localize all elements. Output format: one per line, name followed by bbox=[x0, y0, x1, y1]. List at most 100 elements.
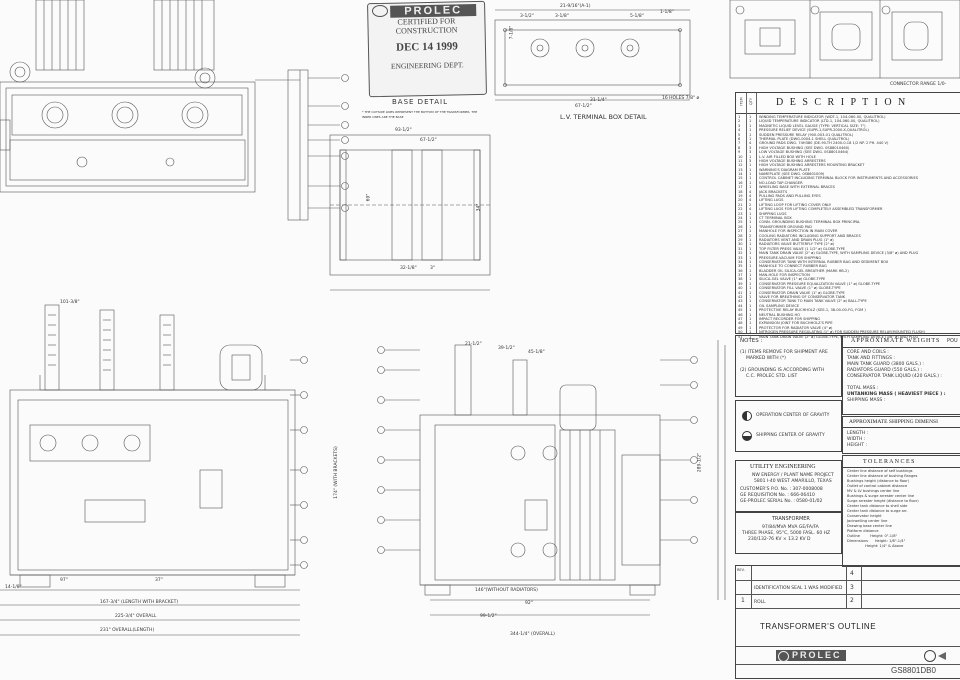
operation-gravity-label: OPERATION CENTER OF GRAVITY bbox=[756, 413, 830, 418]
description-item-number: 44 bbox=[738, 303, 743, 308]
description-item-number: 2 bbox=[738, 119, 741, 124]
tolerance-line: Surge arrester height (distance to floor… bbox=[847, 499, 919, 503]
description-item-number: 24 bbox=[738, 215, 743, 220]
connector-range-label: CONNECTOR RANGE 1/0- bbox=[890, 82, 947, 87]
description-item-text: MANHOLE FOR INSPECTION IN MAIN COVER bbox=[759, 229, 838, 234]
description-item-number: 21 bbox=[738, 202, 743, 207]
description-item-qty: 4 bbox=[749, 198, 752, 203]
description-item-number: 47 bbox=[738, 316, 743, 321]
description-item-qty: 4 bbox=[749, 141, 752, 146]
transformer-box: TRANSFORMER 97/84/MVA MVA GE/FA/FA THREE… bbox=[735, 512, 842, 554]
description-item-qty: 1 bbox=[749, 242, 752, 247]
description-item-qty: 4 bbox=[749, 207, 752, 212]
identification-note: IDENTIFICATION SEAL 1 WAS MODIFIED bbox=[754, 586, 843, 591]
weights-line-3: MAIN TANK GUARD (3800 GALS.) : bbox=[847, 362, 924, 367]
description-item-number: 49 bbox=[738, 325, 743, 330]
transformer-title: TRANSFORMER bbox=[772, 516, 810, 522]
description-item-number: 27 bbox=[738, 229, 743, 234]
rev-label: REV. bbox=[737, 568, 745, 572]
weights-line-8: UNTANKING MASS ( HEAVIEST PIECE ) : bbox=[847, 392, 946, 397]
description-item-qty: 1 bbox=[749, 251, 752, 256]
description-item-qty: 1 bbox=[749, 281, 752, 286]
description-item-text: PROTECTOR FOR RADIATOR VALVE (4" ø) bbox=[759, 325, 833, 330]
description-title: D E S C R I P T I O N bbox=[776, 97, 908, 108]
description-item-number: 12 bbox=[738, 163, 743, 168]
dim-side-e: 37" bbox=[155, 578, 163, 583]
dim-front-f: 39-1/2" bbox=[498, 346, 515, 351]
description-item-text: PRESSURE RELIEF DEVICE (SUPR-1,SUPR-2000… bbox=[759, 128, 869, 133]
tolerance-line: Bushings & surge arrester center line bbox=[847, 494, 915, 498]
dim-base-a: 93-1/2" bbox=[395, 128, 412, 133]
description-item-qty: 3 bbox=[749, 158, 752, 163]
description-item-qty: 1 bbox=[749, 264, 752, 269]
description-item-qty: 1 bbox=[749, 163, 752, 168]
utility-line-3: CUSTOMER'S P.O. No. : 307-0008008 bbox=[740, 487, 823, 492]
stamp-date: DEC 14 1999 bbox=[395, 40, 458, 54]
drawing-title: TRANSFORMER'S OUTLINE bbox=[760, 622, 877, 631]
title-brand: PROLEC bbox=[792, 650, 842, 660]
tolerance-line: Dimensions Height: 1/8"-1/4" bbox=[847, 539, 906, 543]
description-item-number: 42 bbox=[738, 295, 743, 300]
description-item-text: GROUND PADS DWG. 74H380 (DE-90-TH 2400-0… bbox=[759, 141, 889, 146]
description-item-text: HIGH VOLTAGE BUSHING (SEE DWG. 0S8801046… bbox=[759, 145, 850, 150]
description-item-number: 3 bbox=[738, 123, 741, 128]
notes-line-4: (2) GROUNDING IS ACCORDING WITH bbox=[740, 368, 825, 373]
description-item-text: EXPANSION JOINT FOR BUCHHOLZ'S PIPE bbox=[759, 321, 833, 326]
description-item-text: RADIATORS VENT AND DRAIN PLUG (1" ø) bbox=[759, 237, 834, 242]
dim-top-e: 3-1/8" bbox=[555, 14, 569, 19]
description-item-number: 25 bbox=[738, 220, 743, 225]
lv-terminal-title: L.V. TERMINAL BOX DETAIL bbox=[560, 113, 647, 121]
dim-base-b: 67-1/2" bbox=[420, 138, 437, 143]
description-item-text: CONSERVATOR DRAIN VALVE (1" ø) GLOBE-TYP… bbox=[759, 290, 845, 295]
shipping-height: HEIGHT : bbox=[847, 443, 868, 448]
shipping-width: WIDTH : bbox=[847, 437, 866, 442]
description-item-number: 10 bbox=[738, 154, 743, 159]
description-item-text: HIGH VOLTAGE BUSHING ARRESTERS MOUNTING … bbox=[759, 163, 865, 168]
utility-box: UTILITY ENGINEERING NW ENERGY / PLANT NA… bbox=[735, 460, 842, 512]
radiator-panel bbox=[559, 429, 616, 581]
description-item-text: WINDING TEMPERATURE INDICATOR (WDT-1, 10… bbox=[759, 115, 886, 119]
description-item-qty: 1 bbox=[749, 172, 752, 177]
description-item-text: PULLING PADS AND PULLING EYES bbox=[759, 194, 821, 199]
dim-front-d: 344-1/4" (OVERALL) bbox=[510, 632, 555, 637]
dim-side-d: 97" bbox=[60, 578, 68, 583]
dim-top-a: 21-9/16"(A-1) bbox=[560, 4, 591, 9]
weights-title: APPROXIMATE WEIGHTS bbox=[851, 338, 941, 344]
description-item-qty: 1 bbox=[749, 224, 752, 229]
description-item-text: OIL SAMPLING DEVICE bbox=[759, 303, 800, 308]
title-block: REV. 4 3 2 IDENTIFICATION SEAL 1 WAS MOD… bbox=[735, 565, 960, 679]
description-item-number: 35 bbox=[738, 264, 743, 269]
description-item-qty: 1 bbox=[749, 123, 752, 128]
dim-top-i: 16 HOLES 7/8" ø bbox=[662, 96, 700, 101]
description-item-qty: 1 bbox=[749, 237, 752, 242]
description-item-qty: 1 bbox=[749, 136, 752, 141]
description-item-text: NO-LOAD TAP-CHANGER bbox=[759, 180, 803, 185]
dim-side-c: 231" OVERALL(LENGTH) bbox=[100, 628, 155, 633]
description-item-text: JACK BRACKETS bbox=[759, 189, 788, 194]
tolerance-line: MV & LV bushings center line bbox=[847, 489, 900, 493]
dim-top-b: 1-1/8" bbox=[660, 10, 674, 15]
transformer-line-2: THREE PHASE, 95°C, 5000 FASL. 60 HZ bbox=[742, 531, 831, 536]
description-item-qty: 1 bbox=[749, 334, 752, 339]
description-item-qty: 1 bbox=[749, 246, 752, 251]
description-item-text: NITROGEN PRESSURE REGULATING (1" ø) FOR … bbox=[759, 330, 926, 335]
description-item-number: 45 bbox=[738, 308, 743, 313]
description-item-number: 19 bbox=[738, 194, 743, 199]
